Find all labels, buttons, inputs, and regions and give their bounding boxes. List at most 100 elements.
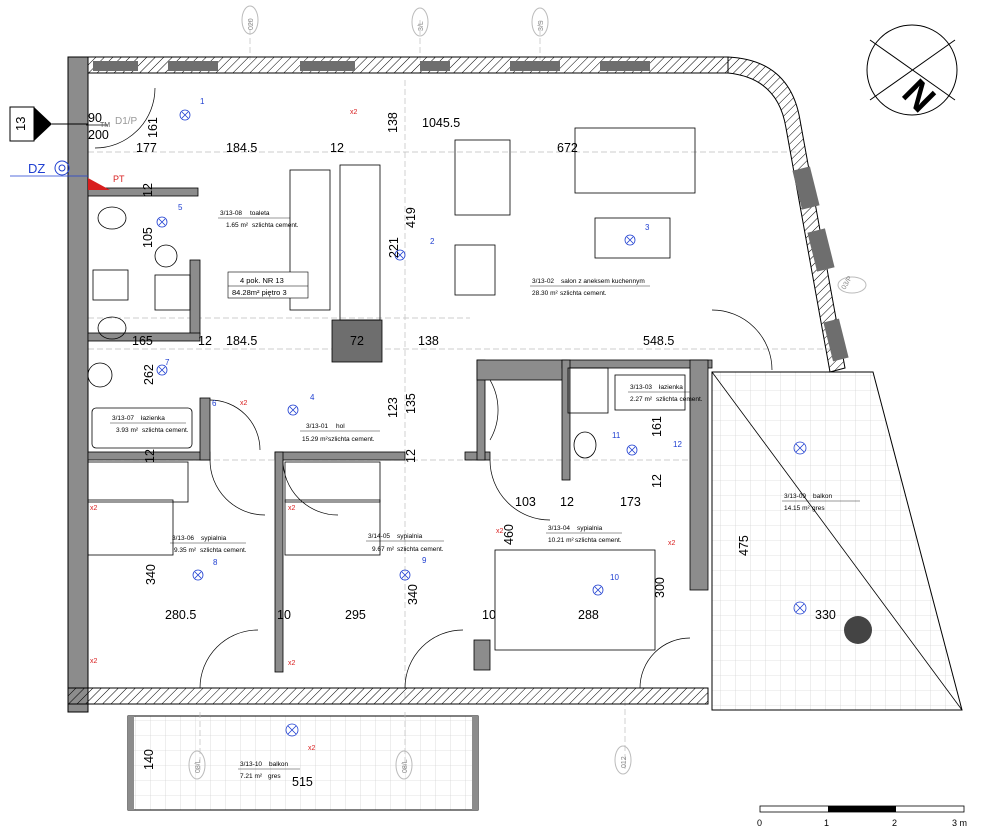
svg-text:x2: x2 (240, 400, 248, 407)
door-tag: D1/P (115, 116, 138, 127)
sink-wc (154, 244, 178, 268)
bed-1 (87, 499, 174, 556)
svg-text:szlichta cement.: szlichta cement. (575, 537, 622, 544)
svg-text:300: 300 (653, 577, 667, 598)
svg-text:672: 672 (557, 141, 578, 155)
svg-text:548.5: 548.5 (643, 334, 674, 348)
shower-box (92, 269, 129, 301)
svg-text:330: 330 (815, 608, 836, 622)
svg-text:10: 10 (482, 608, 496, 622)
bathtub-small (614, 374, 686, 411)
svg-text:08/L: 08/L (195, 759, 202, 773)
svg-text:szlichta cement.: szlichta cement. (328, 436, 375, 443)
svg-text:14.15 m²: 14.15 m² (784, 505, 810, 512)
pt-marker: PT (88, 174, 125, 190)
svg-text:12: 12 (141, 183, 155, 197)
light-icon (793, 601, 807, 615)
light-number: 7 (165, 358, 170, 367)
svg-text:3/14-05: 3/14-05 (368, 533, 390, 540)
svg-text:184.5: 184.5 (226, 334, 257, 348)
svg-text:2: 2 (892, 818, 897, 828)
light-number: 9 (422, 556, 427, 565)
compass-n-label: N (895, 70, 944, 119)
sofa (574, 127, 696, 194)
toilet-bath (97, 316, 127, 340)
fixtures (87, 127, 696, 651)
svg-text:gres: gres (268, 773, 281, 780)
svg-text:161: 161 (146, 117, 160, 138)
svg-text:08/L: 08/L (402, 759, 409, 773)
sink-bath (87, 362, 113, 388)
light-icon (192, 569, 204, 581)
svg-text:340: 340 (406, 584, 420, 605)
section-label: 13 (13, 117, 28, 131)
svg-text:177: 177 (136, 141, 157, 155)
bathtub (91, 407, 193, 449)
svg-text:7.21 m²: 7.21 m² (240, 773, 263, 780)
svg-text:toaleta: toaleta (250, 210, 270, 217)
balcony-details (128, 371, 963, 810)
wardrobe-1 (87, 461, 189, 503)
svg-text:28.30 m²: 28.30 m² (532, 290, 558, 297)
column (844, 616, 872, 644)
svg-text:12: 12 (650, 474, 664, 488)
bed-2 (284, 499, 381, 556)
light-number: 6 (212, 399, 217, 408)
light-numbers: 1 2 3 4 5 6 7 8 9 10 11 12 (165, 97, 682, 582)
svg-text:balkon: balkon (813, 493, 833, 500)
svg-text:3/13-01: 3/13-01 (306, 423, 328, 430)
svg-text:szlichta cement.: szlichta cement. (142, 427, 189, 434)
svg-text:340: 340 (144, 564, 158, 585)
svg-text:3/L: 3/L (418, 21, 425, 31)
svg-text:x2: x2 (90, 658, 98, 665)
light-number: 10 (610, 573, 619, 582)
svg-text:3/S: 3/S (538, 20, 545, 31)
svg-text:łazienka: łazienka (141, 415, 165, 422)
svg-text:140: 140 (142, 749, 156, 770)
svg-text:3/13-07: 3/13-07 (112, 415, 134, 422)
svg-text:419: 419 (404, 207, 418, 228)
svg-text:295: 295 (345, 608, 366, 622)
light-number: 4 (310, 393, 315, 402)
pt-label: PT (113, 174, 125, 184)
dining-table (454, 139, 511, 216)
svg-text:3/13-06: 3/13-06 (172, 535, 194, 542)
light-number: 8 (213, 558, 218, 567)
svg-text:łazienka: łazienka (659, 384, 683, 391)
dz-label: DZ (28, 161, 45, 176)
svg-text:3/13-08: 3/13-08 (220, 210, 242, 217)
svg-text:x2: x2 (496, 528, 504, 535)
shower-small (567, 367, 609, 414)
svg-text:020: 020 (248, 18, 255, 30)
apartment-summary: 4 pok. NR 13 84.28m² piętro 3 (227, 271, 309, 299)
light-number: 12 (673, 440, 682, 449)
svg-text:475: 475 (737, 535, 751, 556)
section-d2: 200 (88, 128, 109, 142)
door-swings (94, 87, 773, 689)
section-tm: TM (100, 122, 110, 129)
light-number: 5 (178, 203, 183, 212)
svg-text:sypialnia: sypialnia (577, 525, 603, 532)
svg-text:1045.5: 1045.5 (422, 116, 460, 130)
svg-text:3/13-04: 3/13-04 (548, 525, 570, 532)
light-number: 2 (430, 237, 435, 246)
svg-text:sypialnia: sypialnia (397, 533, 423, 540)
svg-text:x2: x2 (90, 505, 98, 512)
svg-text:123: 123 (386, 397, 400, 418)
svg-text:3/13-02: 3/13-02 (532, 278, 554, 285)
interior-walls (87, 187, 713, 673)
balcony-grid-bottom (127, 715, 479, 811)
svg-text:012: 012 (621, 756, 628, 768)
scale-bar: 0 1 2 3 m (757, 805, 967, 828)
svg-text:288: 288 (578, 608, 599, 622)
light-icon (624, 234, 636, 246)
